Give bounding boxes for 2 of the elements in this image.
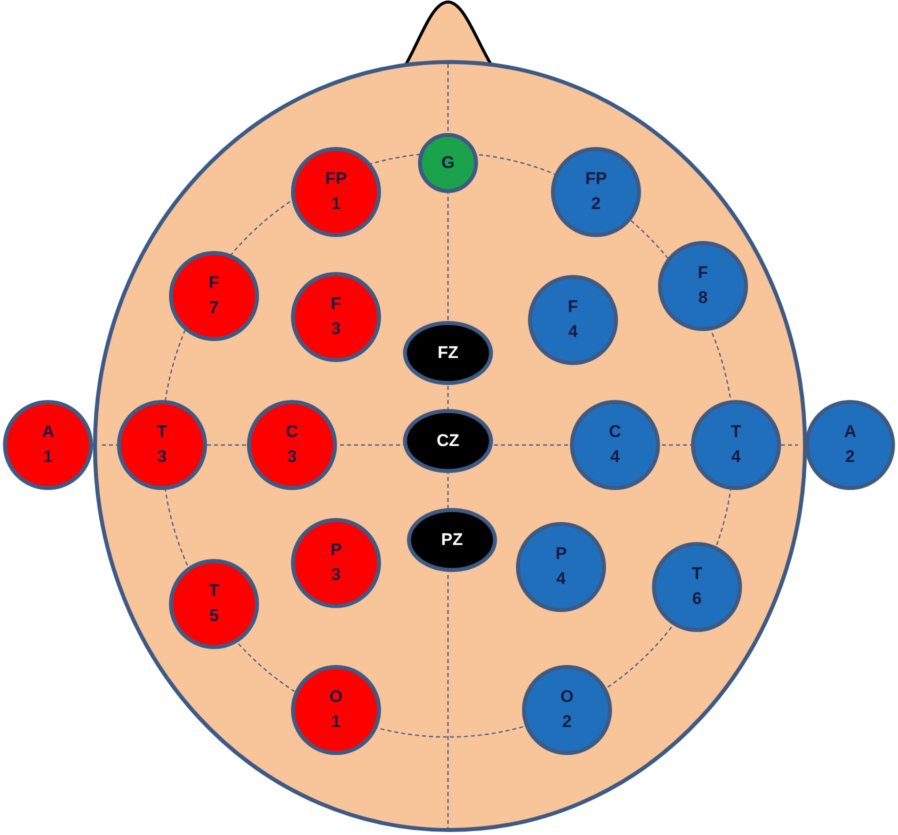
electrode: A 2 bbox=[805, 400, 895, 490]
electrode: A 1 bbox=[3, 400, 93, 490]
